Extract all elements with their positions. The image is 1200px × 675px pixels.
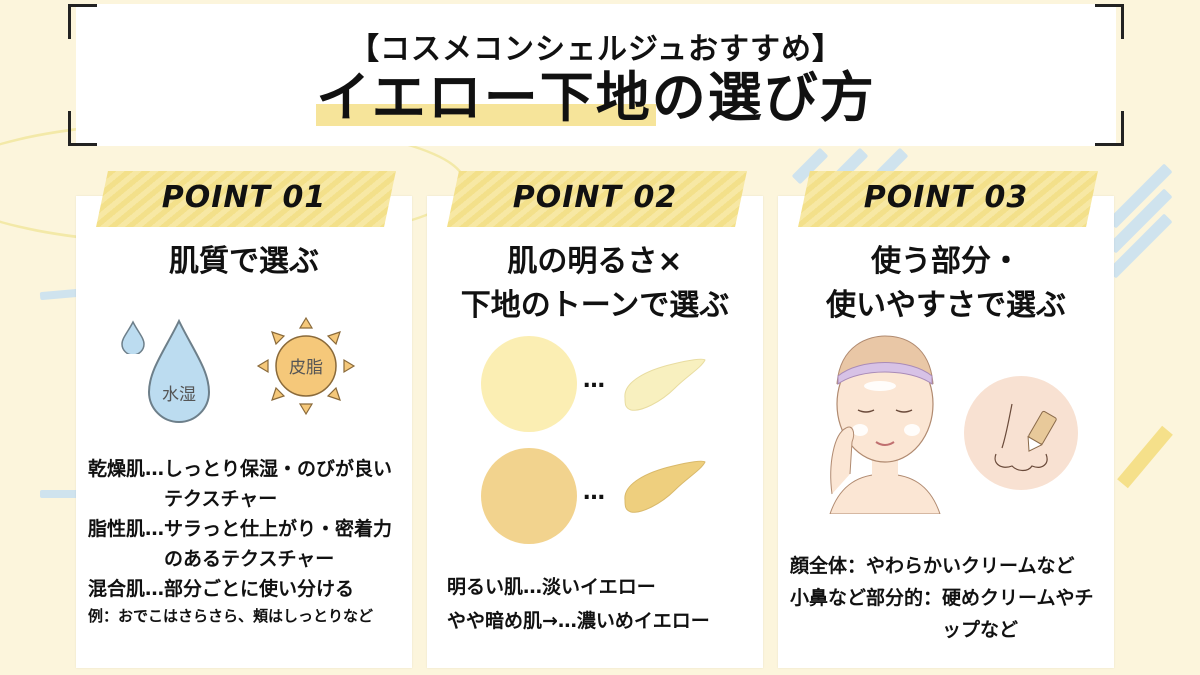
point-card-3: POINT 03 使う部分・ 使いやすさで選ぶ 顔全体： やわらかいクリームなど	[778, 171, 1114, 668]
title-highlight	[316, 104, 657, 126]
corner-bracket	[68, 4, 97, 39]
skin-type-list: 乾燥肌… しっとり保湿・のびが良いテクスチャー 脂性肌… サラっと仕上がり・密着…	[88, 454, 404, 628]
ellipsis-icon: …	[583, 480, 607, 505]
list-item: やや暗め肌→…濃いめイエロー	[447, 610, 710, 632]
point-card-1: POINT 01 肌質で選ぶ 水湿 皮脂 乾燥肌… しっとり保湿・のびが良いテク…	[76, 171, 412, 668]
page-title: イエロー下地の選び方	[316, 66, 876, 129]
card-heading: 使う部分・ 使いやすさで選ぶ	[826, 244, 1066, 323]
list-item: 脂性肌… サラっと仕上がり・密着力のあるテクスチャー	[88, 518, 393, 570]
corner-bracket	[1095, 4, 1124, 39]
list-item: 小鼻など部分的： 硬めクリームやチップなど	[790, 587, 1094, 641]
card-heading: 肌質で選ぶ	[169, 244, 319, 279]
corner-bracket	[1095, 111, 1124, 146]
title-banner: 【コスメコンシェルジュおすすめ】 イエロー下地の選び方	[68, 4, 1124, 146]
svg-text:皮脂: 皮脂	[289, 358, 323, 378]
page-subtitle: 【コスメコンシェルジュおすすめ】	[349, 32, 843, 67]
darker-skin-swatch	[481, 448, 577, 544]
point-label: POINT 02	[512, 180, 678, 215]
list-item: 乾燥肌… しっとり保湿・のびが良いテクスチャー	[88, 458, 393, 510]
point-label: POINT 03	[863, 180, 1029, 215]
nose-with-applicator-illustration	[964, 376, 1078, 490]
usage-list: 顔全体： やわらかいクリームなど 小鼻など部分的： 硬めクリームやチップなど	[790, 550, 1106, 646]
sun-icon: 皮脂	[256, 316, 356, 416]
example-note: 例：おでこはさらさら、頬はしっとりなど	[88, 607, 374, 625]
light-yellow-cream-icon	[624, 358, 706, 411]
woman-applying-cream-illustration	[829, 335, 941, 514]
corner-bracket	[68, 111, 97, 146]
tone-list: 明るい肌…淡いイエロー やや暗め肌→…濃いめイエロー	[447, 570, 755, 638]
list-item: 混合肌… 部分ごとに使い分ける	[88, 578, 355, 600]
light-skin-swatch	[481, 336, 577, 432]
card-heading: 肌の明るさ× 下地のトーンで選ぶ	[460, 244, 730, 323]
list-item: 顔全体： やわらかいクリームなど	[790, 555, 1075, 577]
ellipsis-icon: …	[583, 368, 607, 393]
svg-text:水湿: 水湿	[162, 385, 196, 405]
point-card-2: POINT 02 肌の明るさ× 下地のトーンで選ぶ … … 明るい肌…淡いイエロ…	[427, 171, 763, 668]
point-label: POINT 01	[161, 180, 327, 215]
water-drop-icon	[121, 320, 145, 354]
water-drop-icon: 水湿	[147, 318, 211, 423]
list-item: 明るい肌…淡いイエロー	[447, 576, 656, 598]
dark-yellow-cream-icon	[624, 460, 706, 513]
